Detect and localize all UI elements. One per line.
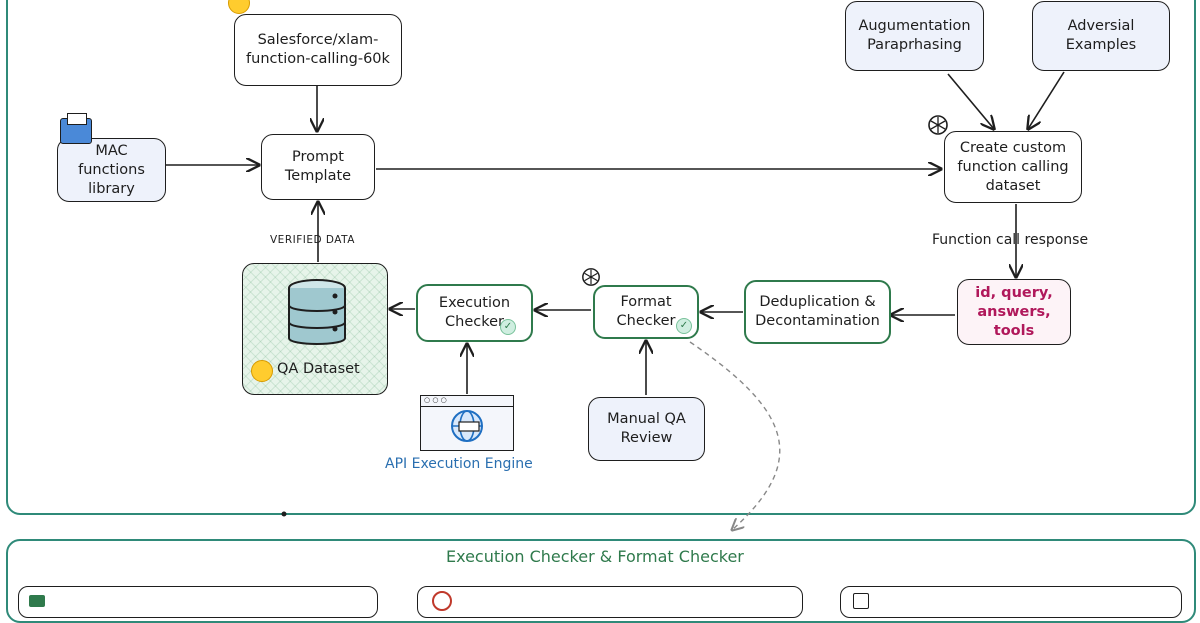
dedup-node: Deduplication & Decontamination	[744, 280, 891, 344]
dashed-arrow-to-panel	[689, 341, 781, 530]
bottom-card-1-icon	[29, 595, 45, 607]
bottom-panel-title: Execution Checker & Format Checker	[446, 547, 744, 566]
openai-icon-top	[928, 115, 948, 135]
augmentation-node: Augumentation Paraprhasing	[845, 1, 984, 71]
adversarial-node: Adversial Examples	[1032, 1, 1170, 71]
function-call-label: Function call response	[932, 232, 1089, 248]
fields-node: id, query, answers, tools	[957, 279, 1071, 345]
api-engine-label: API Execution Engine	[385, 456, 533, 472]
qa-dataset-box: QA Dataset	[242, 263, 388, 395]
execution-check-icon: ✓	[500, 319, 516, 335]
mac-functions-node: MAC functions library	[57, 138, 166, 202]
prompt-template-node: Prompt Template	[261, 134, 375, 200]
bottom-card-2	[417, 586, 803, 618]
pipeline-frame	[6, 0, 1196, 515]
hugging-face-icon	[251, 360, 273, 382]
format-check-icon: ✓	[676, 318, 692, 334]
connector-layer	[166, 71, 1065, 600]
bottom-card-3	[840, 586, 1182, 618]
qa-dataset-label: QA Dataset	[277, 361, 360, 377]
salesforce-node: Salesforce/xlam- function-calling-60k	[234, 14, 402, 86]
folder-icon	[60, 113, 92, 144]
arrow-augmentation-to-dataset	[947, 73, 994, 129]
api-browser-icon: ○ ○ ○	[420, 395, 514, 451]
openai-icon-format	[582, 268, 600, 286]
bottom-card-3-icon	[853, 593, 869, 609]
execution-checker-node: Execution Checker	[416, 284, 533, 342]
verified-data-label: VERIFIED DATA	[270, 234, 355, 246]
manual-review-node: Manual QA Review	[588, 397, 705, 461]
database-icon	[288, 279, 346, 345]
frame-dot	[281, 511, 287, 517]
bottom-card-1	[18, 586, 378, 618]
arrow-adversarial-to-dataset	[1028, 71, 1065, 129]
bottom-card-2-icon	[432, 591, 452, 611]
custom-dataset-node: Create custom function calling dataset	[944, 131, 1082, 203]
